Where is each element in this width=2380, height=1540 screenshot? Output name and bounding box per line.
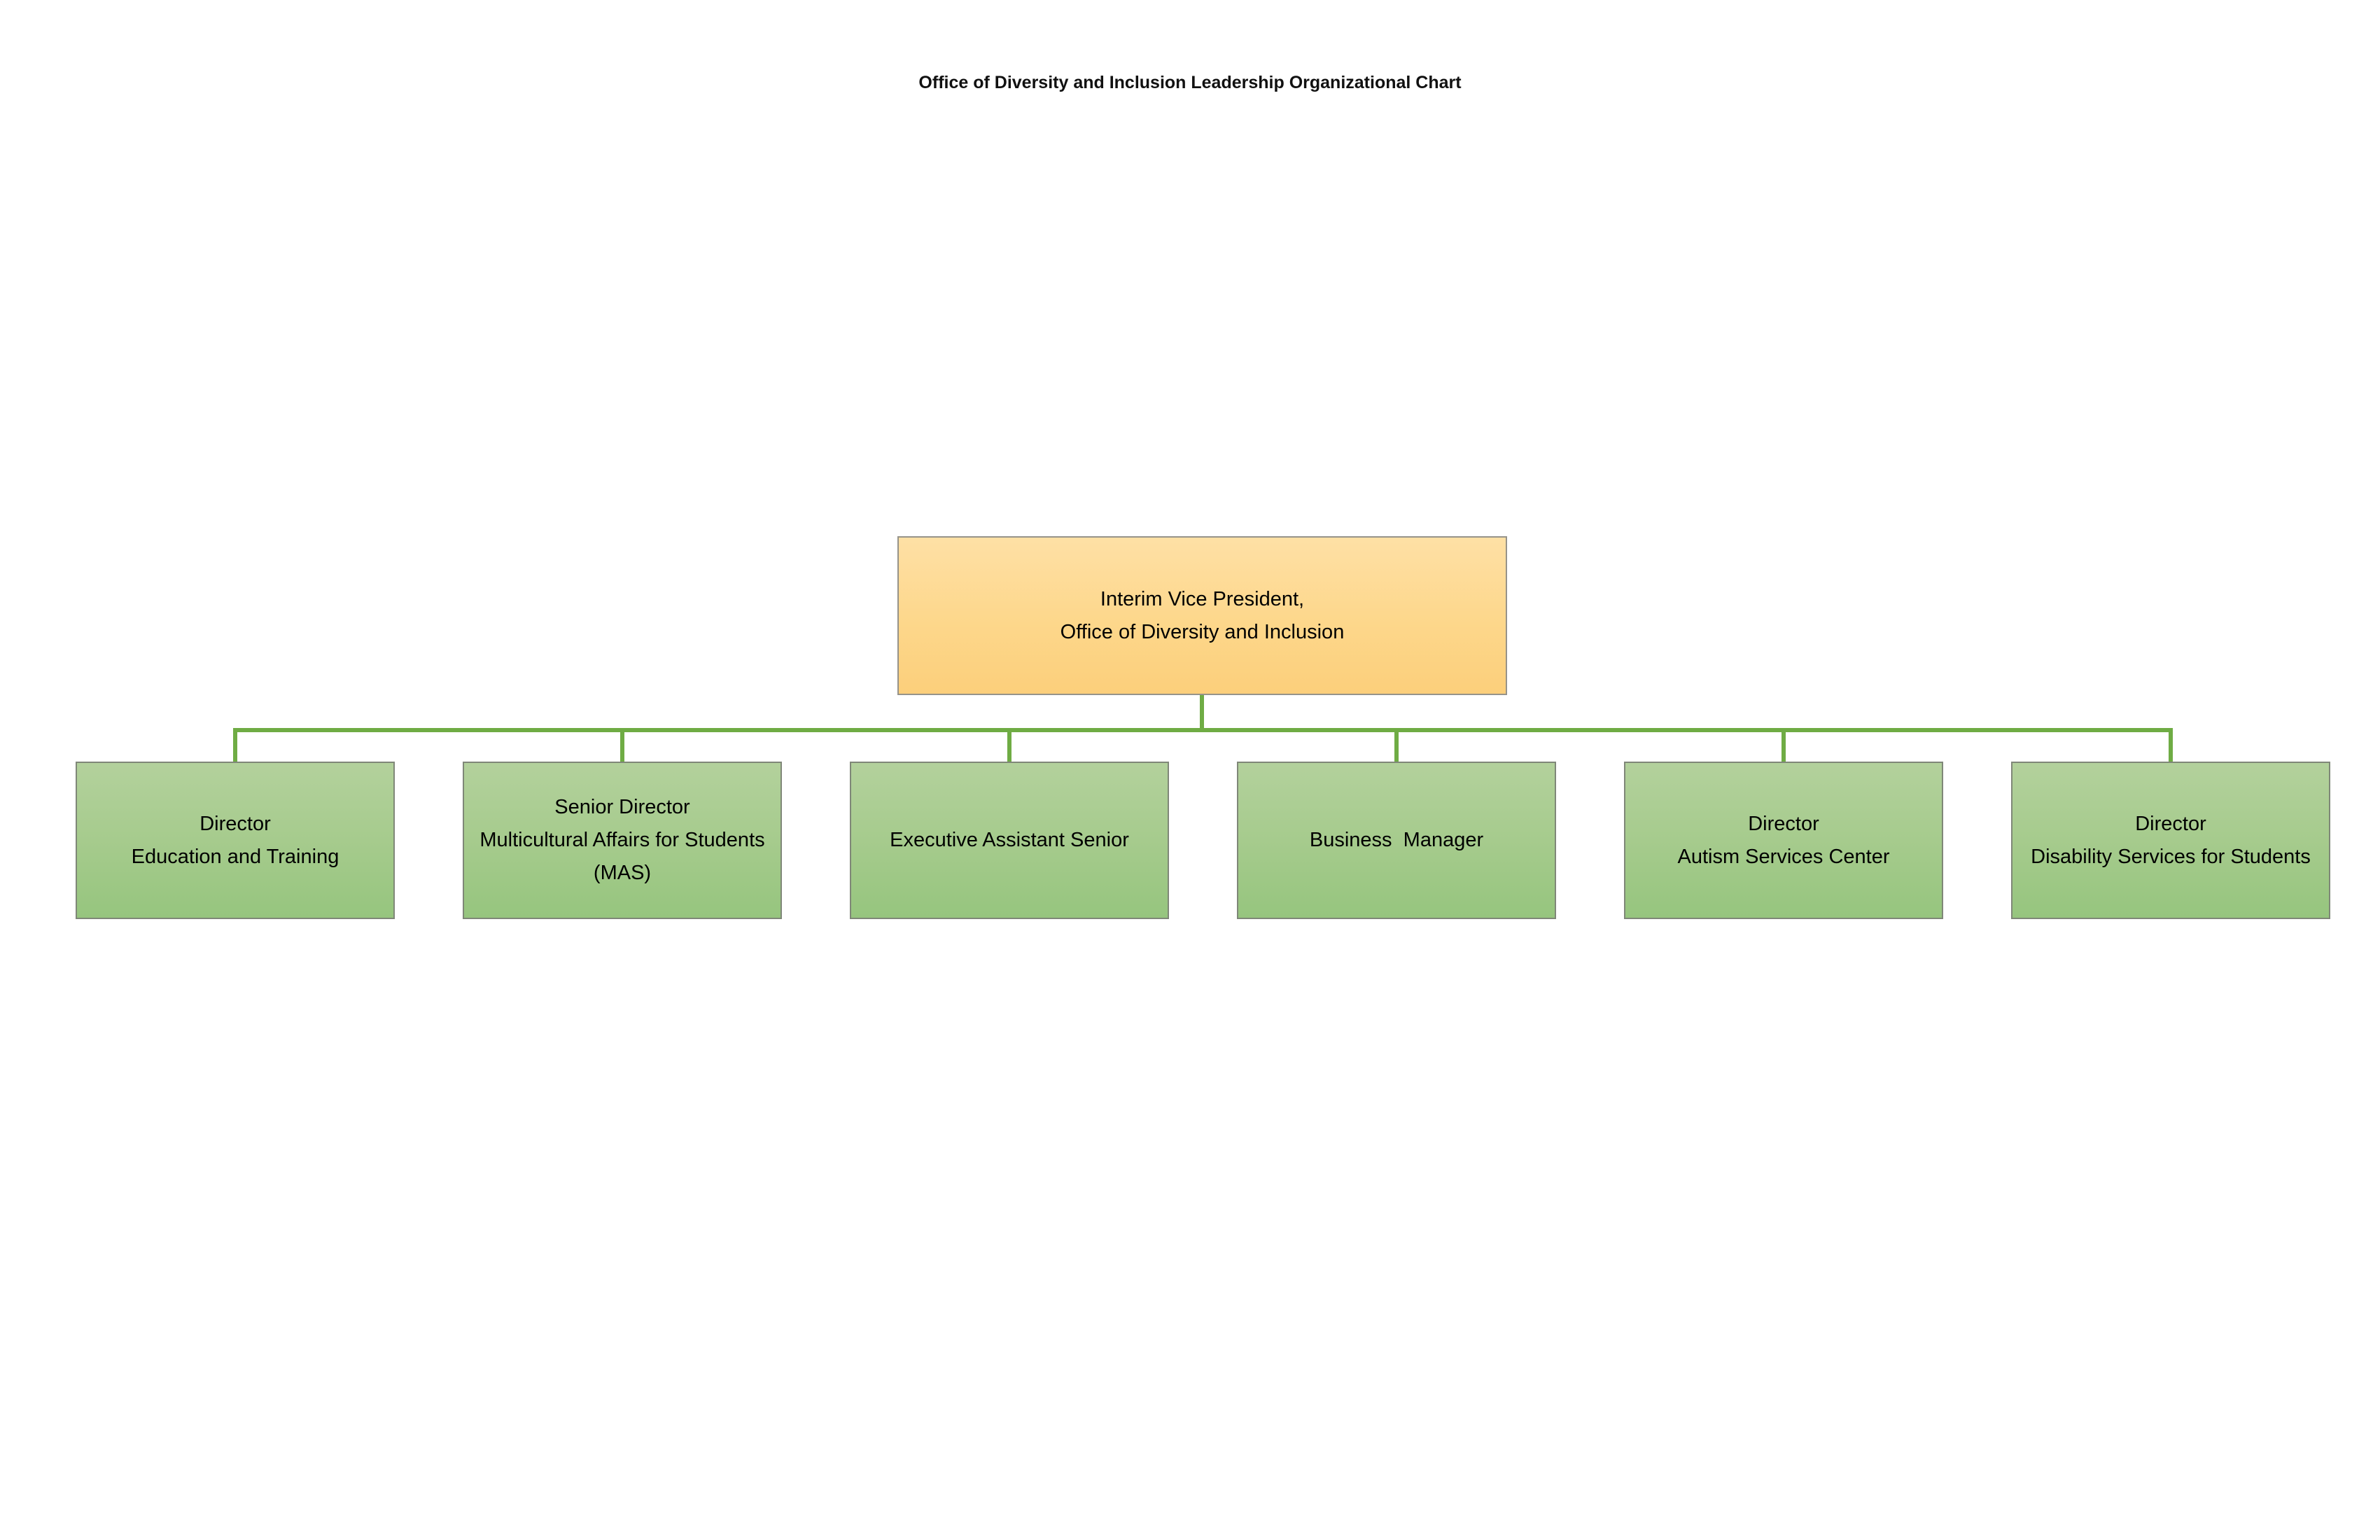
child-node-disability-services: Director Disability Services for Student… <box>2011 762 2330 919</box>
connector-stub-5 <box>1782 728 1786 762</box>
connector-stub-6 <box>2169 728 2173 762</box>
node-line: Interim Vice President, <box>1100 587 1305 610</box>
node-line: Executive Assistant Senior <box>890 829 1129 851</box>
node-line: Disability Services for Students <box>2031 845 2311 868</box>
root-node-interim-vice-president: Interim Vice President, Office of Divers… <box>897 536 1507 695</box>
child-node-education-and-training: Director Education and Training <box>76 762 395 919</box>
page-title: Office of Diversity and Inclusion Leader… <box>918 73 1462 92</box>
child-node-autism-services-center: Director Autism Services Center <box>1624 762 1943 919</box>
node-line: Education and Training <box>131 845 340 868</box>
node-line: Multicultural Affairs for Students <box>479 829 765 851</box>
child-node-executive-assistant-senior: Executive Assistant Senior <box>850 762 1169 919</box>
connector-horizontal-line <box>233 728 2173 732</box>
node-line: Director <box>2135 812 2206 835</box>
connector-stub-2 <box>620 728 624 762</box>
node-line: Autism Services Center <box>1677 845 1890 868</box>
connector-stub-1 <box>233 728 237 762</box>
node-line: Senior Director <box>554 796 690 818</box>
child-node-business-manager: Business Manager <box>1237 762 1556 919</box>
connector-stub-3 <box>1007 728 1011 762</box>
node-line: Director <box>1748 812 1819 835</box>
node-line: Director <box>200 812 271 835</box>
connector-stub-4 <box>1394 728 1399 762</box>
connector-root-stub <box>1200 695 1204 732</box>
child-node-multicultural-affairs: Senior Director Multicultural Affairs fo… <box>463 762 782 919</box>
node-line: Business Manager <box>1309 829 1484 851</box>
node-line: Office of Diversity and Inclusion <box>1060 620 1345 643</box>
node-line: (MAS) <box>593 862 652 884</box>
